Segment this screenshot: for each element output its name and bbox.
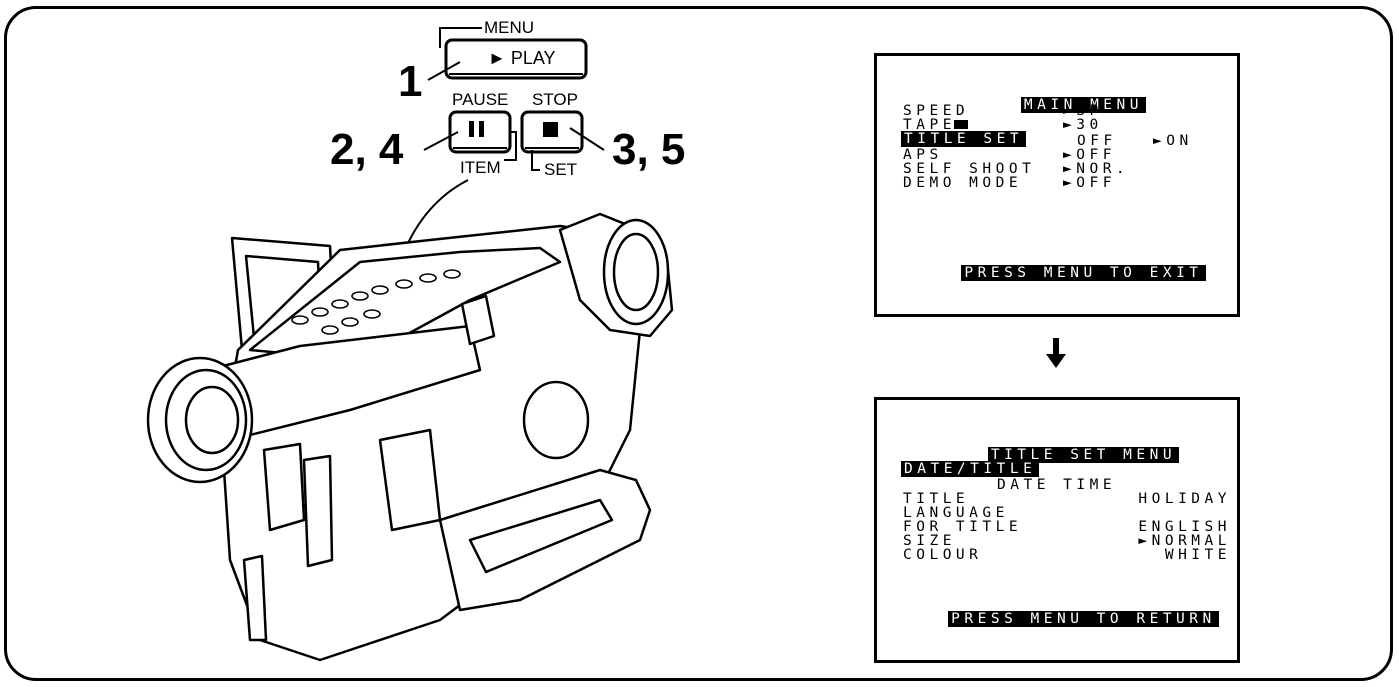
language-label-1: LANGUAGE bbox=[903, 505, 1009, 521]
pause-label: PAUSE bbox=[452, 90, 509, 109]
menu-item-value: ►SP bbox=[1063, 103, 1103, 119]
item-label: ITEM bbox=[460, 158, 501, 177]
menu-item-value: ►30 bbox=[1063, 117, 1103, 133]
main-menu-row: APS bbox=[903, 147, 943, 163]
set-label: SET bbox=[544, 160, 578, 179]
main-menu-footer-wrap: PRESS MENU TO EXIT bbox=[877, 252, 1237, 294]
figure-frame bbox=[4, 6, 1393, 681]
menu-item-value: ►OFF bbox=[1063, 147, 1116, 163]
colour-value: WHITE bbox=[1164, 547, 1231, 563]
date-time-value: DATE TIME bbox=[997, 477, 1117, 493]
title-value: HOLIDAY bbox=[1138, 491, 1231, 507]
size-value: ►NORMAL bbox=[1138, 533, 1231, 549]
colour-label: COLOUR bbox=[903, 547, 983, 563]
play-button-shape[interactable] bbox=[444, 38, 588, 80]
language-value: ENGLISH bbox=[1138, 519, 1231, 535]
tape-icon bbox=[953, 120, 968, 129]
step-2-4-label: 2, 4 bbox=[330, 125, 404, 174]
title-set-menu-screen: TITLE SET MENU DATE/TITLE DATE TIME TITL… bbox=[874, 397, 1240, 663]
title-set-footer-wrap: PRESS MENU TO RETURN bbox=[877, 598, 1237, 640]
title-set-menu-title: TITLE SET MENU bbox=[987, 447, 1180, 463]
menu-item-label: APS bbox=[903, 147, 943, 163]
main-menu-title: MAIN MENU bbox=[1020, 97, 1146, 113]
menu-item-label: SELF SHOOT bbox=[903, 161, 1036, 177]
date-title-section: DATE/TITLE bbox=[901, 461, 1040, 477]
step-1-label: 1 bbox=[398, 57, 423, 106]
menu-label: MENU bbox=[484, 18, 535, 37]
main-menu-title-wrap: MAIN MENU bbox=[877, 84, 1237, 126]
menu-item-value: ►OFF bbox=[1063, 175, 1116, 191]
menu-item-extra: ►ON bbox=[1153, 133, 1193, 149]
menu-item-label: TITLE SET bbox=[901, 131, 1027, 147]
step-3-5-label: 3, 5 bbox=[612, 125, 686, 174]
camcorder-illustration bbox=[146, 27, 674, 662]
main-menu-row: DEMO MODE bbox=[903, 175, 1023, 191]
date-title-row: DATE/TITLE bbox=[901, 461, 1040, 477]
arrow-down-icon bbox=[1046, 338, 1066, 368]
menu-item-value: OFF bbox=[1077, 133, 1117, 149]
language-label-2: FOR TITLE bbox=[903, 519, 1023, 535]
main-menu-row-selected: TITLE SET bbox=[901, 131, 1027, 147]
main-menu-row: SELF SHOOT bbox=[903, 161, 1036, 177]
title-set-title-wrap: TITLE SET MENU bbox=[877, 434, 1237, 476]
main-menu-row: SPEED bbox=[903, 103, 970, 119]
menu-item-label: SPEED bbox=[903, 103, 970, 119]
stop-label: STOP bbox=[532, 90, 578, 109]
size-label: SIZE bbox=[903, 533, 956, 549]
title-label: TITLE bbox=[903, 491, 970, 507]
menu-item-label: DEMO MODE bbox=[903, 175, 1023, 191]
main-menu-screen: MAIN MENU SPEED ►SP TAPE ►30 TITLE SET O… bbox=[874, 53, 1240, 317]
menu-item-value: ►NOR. bbox=[1063, 161, 1130, 177]
menu-item-label: TAPE bbox=[903, 117, 956, 133]
main-menu-footer: PRESS MENU TO EXIT bbox=[961, 265, 1206, 281]
main-menu-row: TAPE bbox=[903, 118, 968, 132]
title-set-footer: PRESS MENU TO RETURN bbox=[948, 611, 1219, 627]
play-button[interactable]: ► PLAY bbox=[488, 48, 556, 68]
